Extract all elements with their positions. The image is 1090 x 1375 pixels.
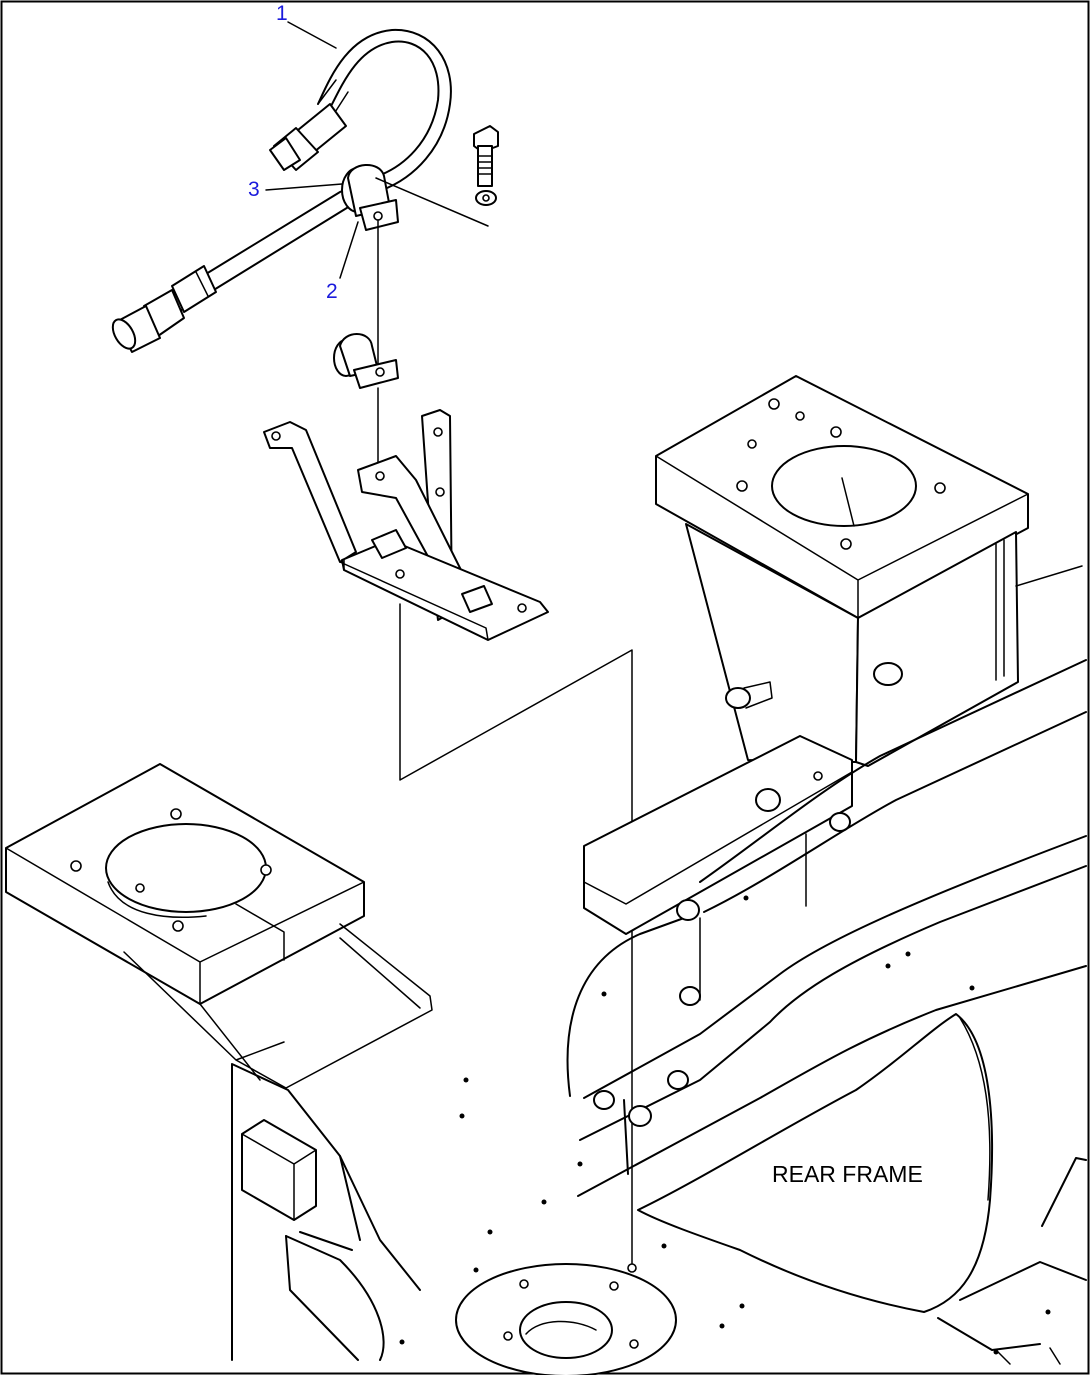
- hose-assembly: [111, 28, 452, 353]
- callout-2: 2: [326, 280, 338, 303]
- upper-clamp: [341, 164, 399, 231]
- bracket: [263, 409, 549, 641]
- assembly-line: [375, 177, 489, 371]
- lower-clamp: [333, 333, 399, 389]
- callout-leader-2: [339, 221, 359, 279]
- bolt: [473, 125, 499, 206]
- right-mount-pad: [655, 375, 1083, 767]
- callout-1: 1: [276, 2, 288, 25]
- assembly-line: [399, 603, 633, 1269]
- rear-frame-label: REAR FRAME: [772, 1161, 923, 1187]
- callout-3: 3: [248, 178, 260, 201]
- left-mount-pad: [5, 763, 433, 1089]
- callout-leader-1: [287, 21, 337, 49]
- rear-frame: [231, 659, 1087, 1375]
- callout-leader-3: [265, 183, 343, 191]
